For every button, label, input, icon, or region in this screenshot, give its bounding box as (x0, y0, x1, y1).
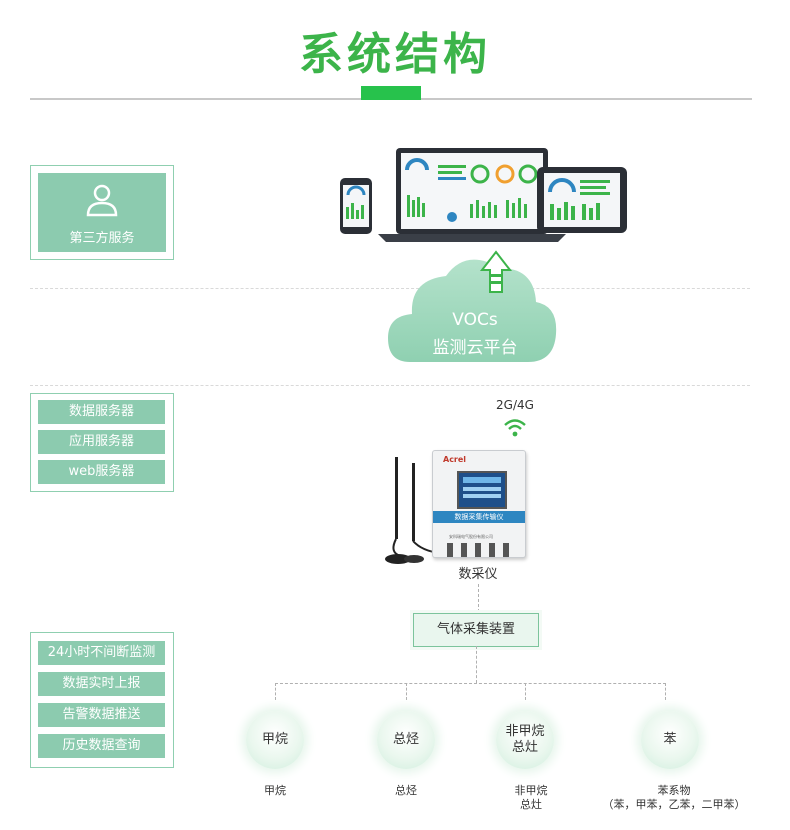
data-collector-device: Acrel 数据采集传输仪 安科瑞电气股份有限公司 (432, 450, 526, 558)
server-item: 数据服务器 (38, 400, 165, 424)
server-item: web服务器 (38, 460, 165, 484)
sensor-node-nmhc: 非甲烷总灶 (496, 711, 554, 769)
sensor-name: 总烃 (392, 732, 419, 747)
section-divider (30, 288, 750, 289)
sensor-caption-line: 总烃 (395, 784, 417, 797)
connector-line (665, 683, 666, 700)
sensor-caption: 苯系物 （苯，甲苯，乙苯，二甲苯） (590, 784, 758, 812)
laptop-device (378, 148, 566, 242)
sensor-caption-line: 非甲烷 (514, 784, 548, 797)
connector-line (476, 646, 477, 683)
antenna-icon (385, 457, 440, 564)
title-accent-bar (361, 86, 421, 100)
device-screen-label: 数据采集传输仪 (433, 511, 525, 523)
features-panel: 24小时不间断监测 数据实时上报 告警数据推送 历史数据查询 (30, 632, 174, 768)
device-maker: 安科瑞电气股份有限公司 (449, 534, 493, 539)
sensor-name: 苯 (663, 732, 677, 747)
gas-collection-box: 气体采集装置 (413, 613, 539, 647)
gas-collection-label: 气体采集装置 (436, 622, 515, 637)
device-port (447, 543, 453, 557)
sensor-name: 甲烷 (261, 732, 288, 747)
tablet-device (537, 167, 627, 233)
device-port (489, 543, 495, 557)
up-arrow-icon (479, 250, 513, 293)
phone-device (340, 178, 372, 234)
sensor-name: 总灶 (511, 740, 538, 755)
connector-line (406, 683, 407, 700)
device-caption: 数采仪 (458, 567, 498, 582)
device-port (461, 543, 467, 557)
user-icon (86, 184, 118, 217)
feature-item: 数据实时上报 (38, 672, 165, 696)
device-port (475, 543, 481, 557)
feature-item: 24小时不间断监测 (38, 641, 165, 665)
third-party-panel: 第三方服务 (30, 165, 174, 260)
sensor-caption-line: 苯系物 (657, 784, 691, 797)
feature-item: 告警数据推送 (38, 703, 165, 727)
page-title: 系统结构 (299, 29, 491, 80)
devices-illustration (340, 148, 627, 242)
cloud-label-line2: 监测云平台 (432, 338, 518, 358)
sensor-node-benzene: 苯 (641, 711, 699, 769)
sensor-caption: 甲烷 (195, 784, 355, 798)
connector-line (525, 683, 526, 700)
servers-panel: 数据服务器 应用服务器 web服务器 (30, 393, 174, 492)
sensor-caption-line: （苯，甲苯，乙苯，二甲苯） (602, 798, 746, 811)
third-party-label: 第三方服务 (69, 231, 135, 246)
connector-line (275, 683, 666, 684)
feature-item: 历史数据查询 (38, 734, 165, 758)
third-party-box: 第三方服务 (38, 173, 166, 252)
sensor-node-methane: 甲烷 (246, 711, 304, 769)
device-brand: Acrel (443, 455, 467, 464)
cloud-label-line1: VOCs (452, 310, 498, 330)
wifi-icon (504, 419, 526, 437)
sensor-caption: 非甲烷 总灶 (451, 784, 611, 812)
sensor-node-total-hydrocarbon: 总烃 (377, 711, 435, 769)
cloud-platform-icon (388, 250, 557, 362)
server-item: 应用服务器 (38, 430, 165, 454)
device-port (503, 543, 509, 557)
device-screen (457, 471, 507, 509)
network-label: 2G/4G (496, 398, 534, 412)
sensor-caption-line: 总灶 (520, 798, 542, 811)
section-divider (30, 385, 750, 386)
connector-line (478, 584, 479, 612)
sensor-caption: 总烃 (326, 784, 486, 798)
connector-line (275, 683, 276, 700)
sensor-name: 非甲烷 (505, 724, 545, 739)
sensor-caption-line: 甲烷 (264, 784, 286, 797)
